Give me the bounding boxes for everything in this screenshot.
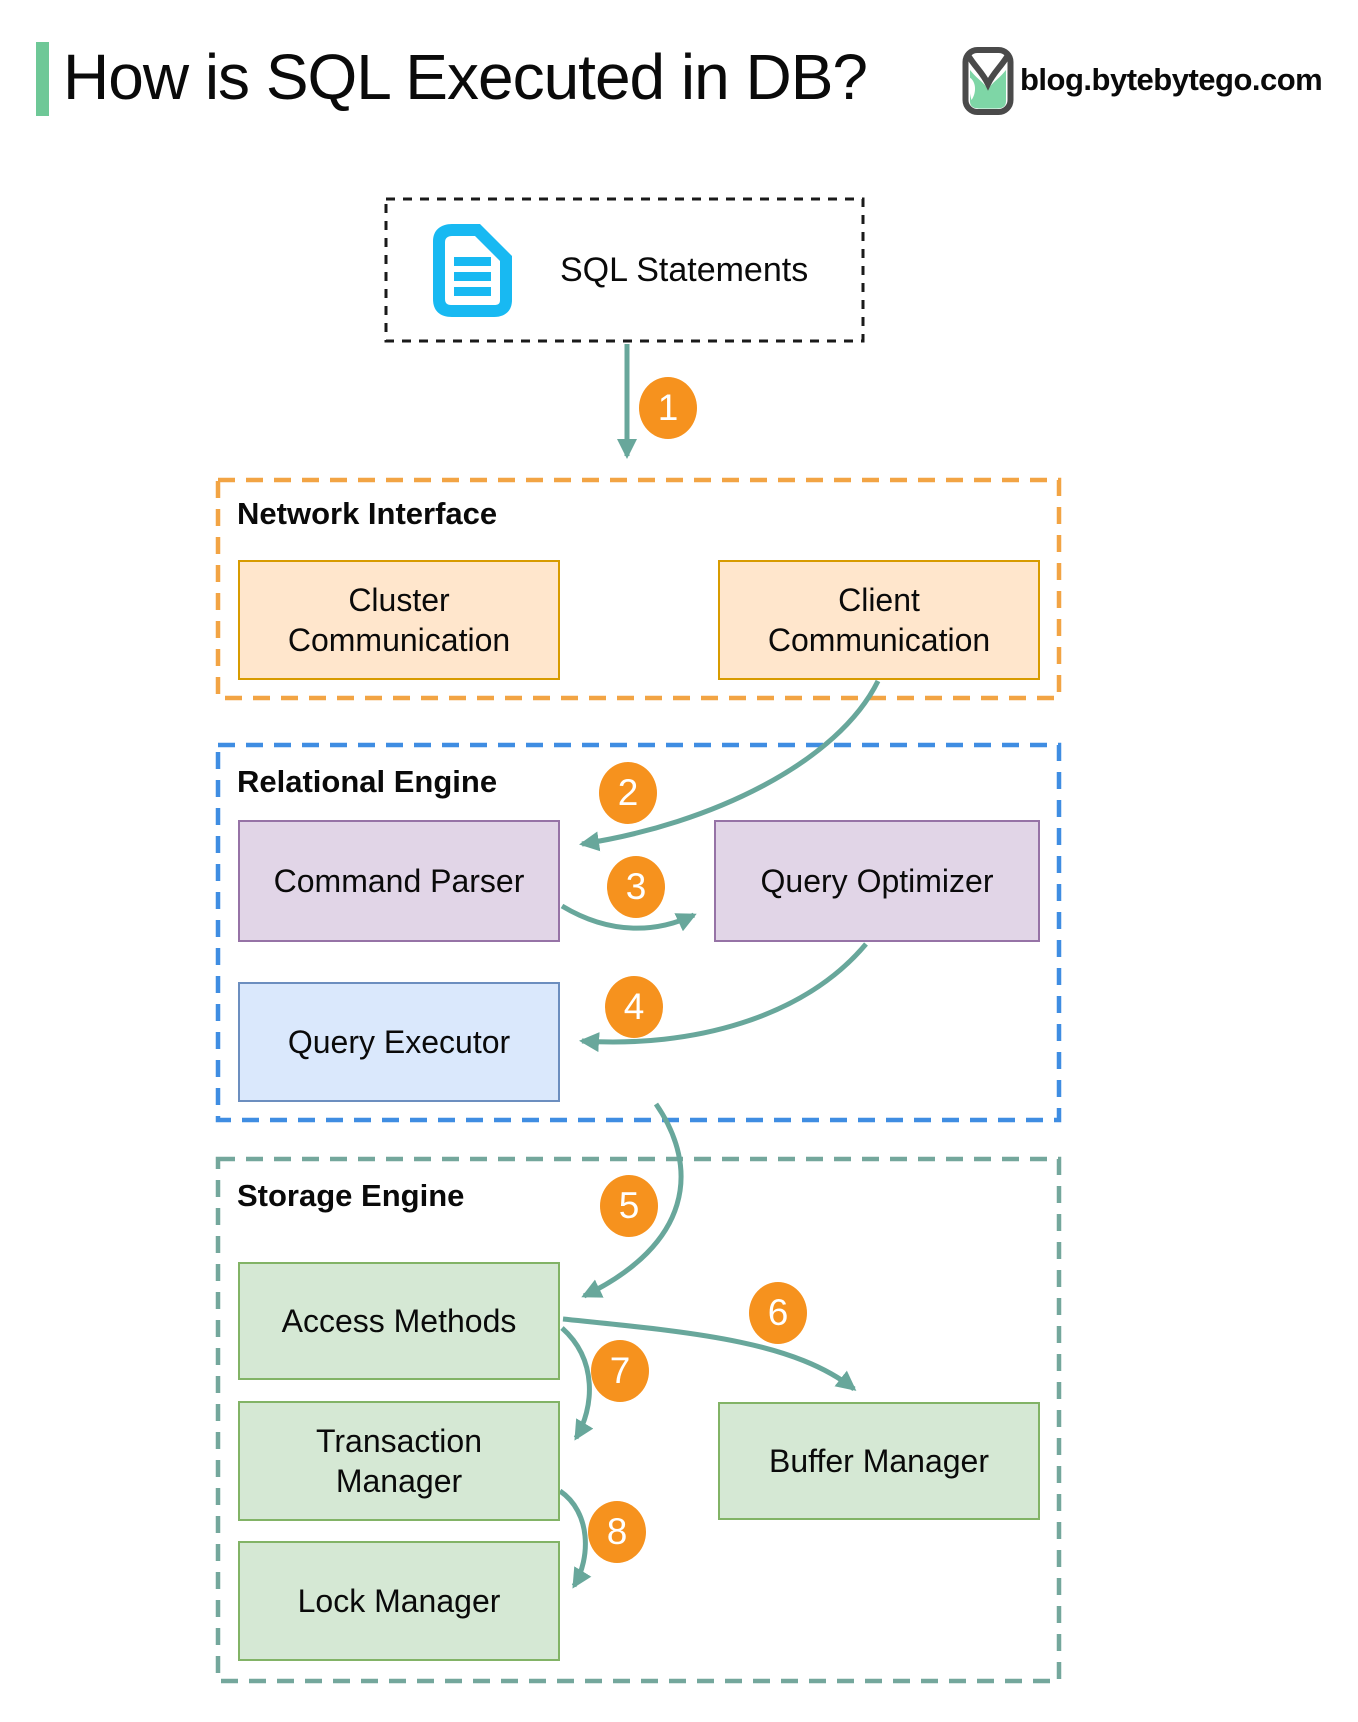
step-badge-5: 5 (600, 1175, 658, 1237)
node-buffer-manager: Buffer Manager (718, 1402, 1040, 1520)
step-badge-4: 4 (605, 976, 663, 1038)
node-command-parser: Command Parser (238, 820, 560, 942)
page-title: How is SQL Executed in DB? (63, 41, 868, 113)
bytebytego-logo-icon (962, 47, 1014, 115)
document-icon (433, 224, 512, 317)
node-query-executor: Query Executor (238, 982, 560, 1102)
site-url: blog.bytebytego.com (1020, 62, 1323, 97)
step-badge-8: 8 (588, 1501, 646, 1563)
node-transaction-manager: Transaction Manager (238, 1401, 560, 1521)
arrow-step-8 (558, 1488, 592, 1589)
node-lock-manager: Lock Manager (238, 1541, 560, 1661)
step-badge-6: 6 (749, 1282, 807, 1344)
step-badge-3: 3 (607, 856, 665, 918)
node-client-communication: Client Communication (718, 560, 1040, 680)
sql-statements-label: SQL Statements (560, 250, 809, 289)
sql-statements-box: SQL Statements (386, 199, 863, 341)
step-badge-1: 1 (639, 377, 697, 439)
arrow-step-7 (560, 1326, 594, 1441)
node-access-methods: Access Methods (238, 1262, 560, 1380)
step-badge-7: 7 (591, 1340, 649, 1402)
node-cluster-communication: Cluster Communication (238, 560, 560, 680)
section-title-relational-engine: Relational Engine (237, 764, 498, 799)
section-title-network-interface: Network Interface (237, 496, 498, 531)
title-accent-bar (36, 42, 49, 116)
node-query-optimizer: Query Optimizer (714, 820, 1040, 942)
step-badge-2: 2 (599, 762, 657, 824)
section-title-storage-engine: Storage Engine (237, 1178, 465, 1213)
